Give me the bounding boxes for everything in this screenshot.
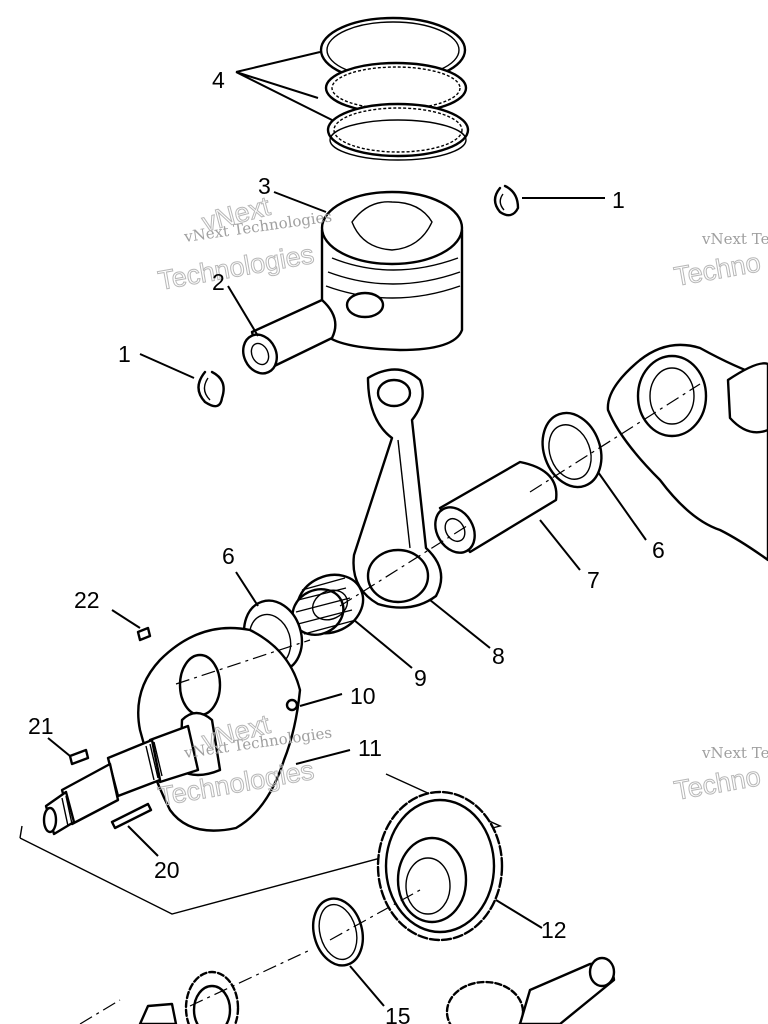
watermark-outline-partial: Techno xyxy=(672,761,763,806)
callout-6: 6 xyxy=(222,543,235,569)
needle-bearing xyxy=(291,573,365,636)
watermark-outline-text: Technologies xyxy=(156,239,316,296)
callout-9: 9 xyxy=(414,665,427,691)
balancer-parts xyxy=(138,956,616,1024)
wrist-pin xyxy=(242,298,337,375)
crank-pin xyxy=(434,460,558,554)
callout-3: 3 xyxy=(258,173,271,199)
crankshaft-left-half xyxy=(42,626,302,836)
piston-ring-oil xyxy=(326,102,470,158)
plug xyxy=(136,626,152,642)
callout-12: 12 xyxy=(541,917,567,943)
crankshaft-right-half xyxy=(606,343,768,562)
callouts: 4 3 2 1 1 6 6 7 8 9 10 11 22 21 20 12 15 xyxy=(28,67,665,1024)
thrust-washer-right xyxy=(541,411,603,489)
callout-22: 22 xyxy=(74,587,100,613)
callout-1: 1 xyxy=(612,187,625,213)
center-axis xyxy=(79,383,701,1024)
connecting-rod xyxy=(352,368,443,609)
callout-2: 2 xyxy=(212,269,225,295)
watermark-text-partial: vNext Tec xyxy=(701,230,768,248)
crank-ball xyxy=(285,698,299,712)
circlip-left xyxy=(197,370,225,408)
woodruff-key xyxy=(68,748,90,766)
leader-lines xyxy=(47,51,647,1007)
watermark-text-partial: vNext Tec xyxy=(701,744,768,762)
shim xyxy=(312,897,364,967)
circlip-right xyxy=(493,184,520,217)
callout-8: 8 xyxy=(492,643,505,669)
callout-6: 6 xyxy=(652,537,665,563)
callout-15: 15 xyxy=(385,1003,411,1024)
watermark-outline-partial: Techno xyxy=(672,247,763,292)
callout-7: 7 xyxy=(587,567,600,593)
roll-pin xyxy=(110,802,153,830)
callout-21: 21 xyxy=(28,713,54,739)
piston-rings xyxy=(319,16,470,161)
callout-4: 4 xyxy=(212,67,225,93)
callout-10: 10 xyxy=(350,683,376,709)
callout-20: 20 xyxy=(154,857,180,883)
callout-11: 11 xyxy=(358,735,382,761)
callout-1: 1 xyxy=(118,341,131,367)
piston xyxy=(320,190,464,352)
crank-gear xyxy=(376,790,504,942)
